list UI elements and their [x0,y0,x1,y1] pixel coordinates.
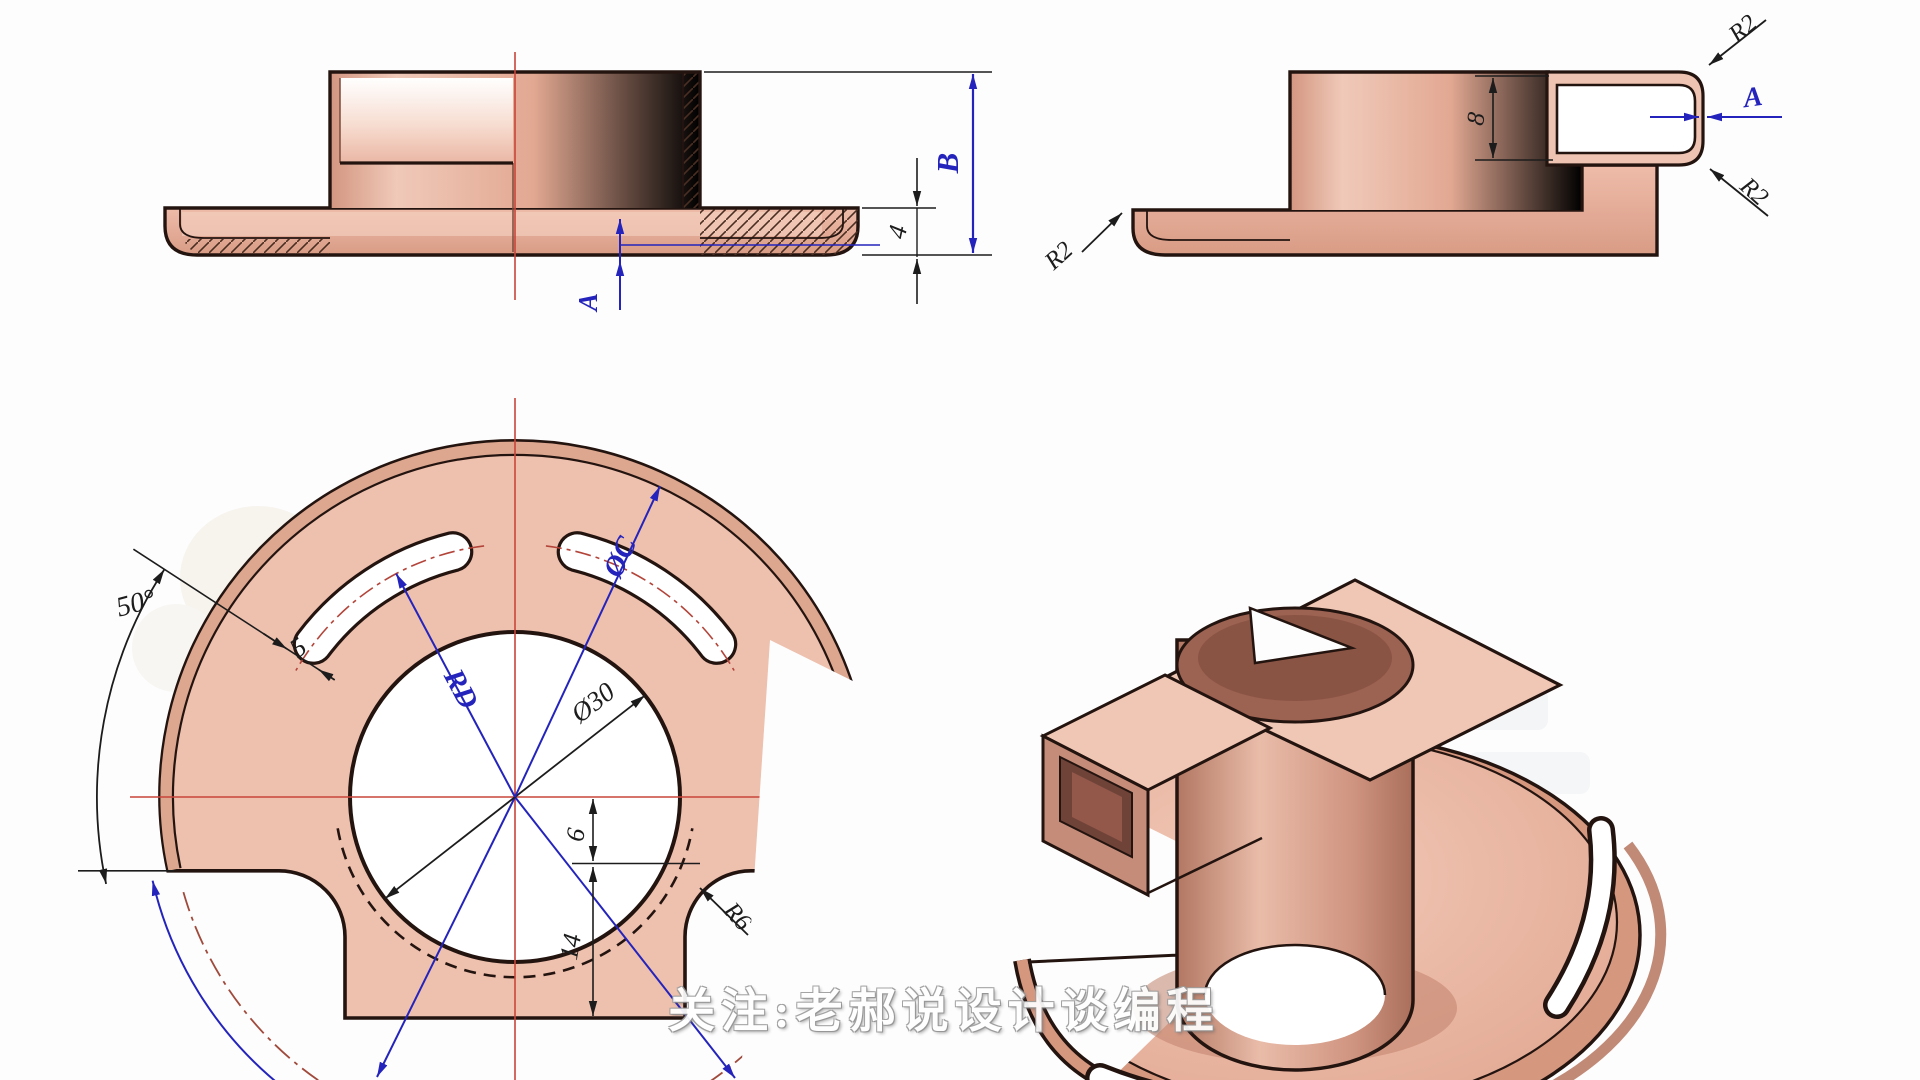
flange-lip-right [700,208,844,239]
flange-hatch-right [700,208,858,255]
top-depth14-label: 14 [554,931,587,962]
cylinder-notch-opening [340,78,513,163]
curved-slot-left [292,531,474,665]
top-offset6-label: 6 [560,826,591,844]
side-section-label: A [1740,81,1765,115]
iso-right-slot [1547,820,1613,1015]
side-r2-left-label: R2 [1039,237,1078,276]
ext-radial-slot-end [132,548,281,646]
iso-cut-edge [1027,953,1181,964]
leader-r6 [699,887,749,936]
side-tube-height-label: 8 [1462,110,1491,127]
iso-plate-notch [1248,606,1357,665]
dim-line-diaC [514,485,661,798]
side-cylinder-outline [1288,70,1550,210]
isometric-view [740,578,1667,1080]
top-view: 50° 5 RD ØC Ø30 6 14 R6 [78,398,905,1080]
angle-dim-arc-50 [96,568,166,885]
iso-bottom-hole-edge [1203,943,1387,996]
leader-r2-bottom [1709,168,1769,217]
side-flange-lip [1146,210,1290,241]
side-tube-channel [1555,83,1697,155]
curved-slot-right [556,531,738,665]
iso-tube-bottom-edge [1147,836,1263,895]
front-thickness-label: 4 [882,223,913,242]
iso-rim-fragment [1016,959,1118,1080]
iso-tube-bore-inner [1072,772,1122,842]
dim-5-arrow-inner [318,668,336,682]
side-view: R2 A R2 R2 8 [1039,10,1782,276]
front-section-view: A B 4 [163,52,992,313]
leader-r2-left [1081,212,1123,253]
cylinder-wall-hatch [683,72,700,208]
dim-5-arrow-outer [262,632,288,650]
channel-watermark: 关注:老郝说设计谈编程 [668,986,1220,1038]
slot-centerline-right [545,545,735,671]
iso-rim-band-right [1552,841,1667,1080]
iso-cutaway [740,640,1295,1080]
flange-lip-left [179,208,330,239]
leader-r2-top [1708,19,1767,66]
side-cylinder-body [1290,72,1582,210]
front-section-label: A [573,293,603,313]
front-height-label: B [930,153,965,175]
side-r2-top-label: R2 [1723,10,1762,49]
iso-bottom-hole [1205,945,1385,1045]
dim-line-RD [395,573,516,798]
flange-hatch-bottom-left [184,239,330,254]
side-r2-bottom-label: R2 [1734,172,1773,211]
slot-centerline-left [295,545,485,671]
